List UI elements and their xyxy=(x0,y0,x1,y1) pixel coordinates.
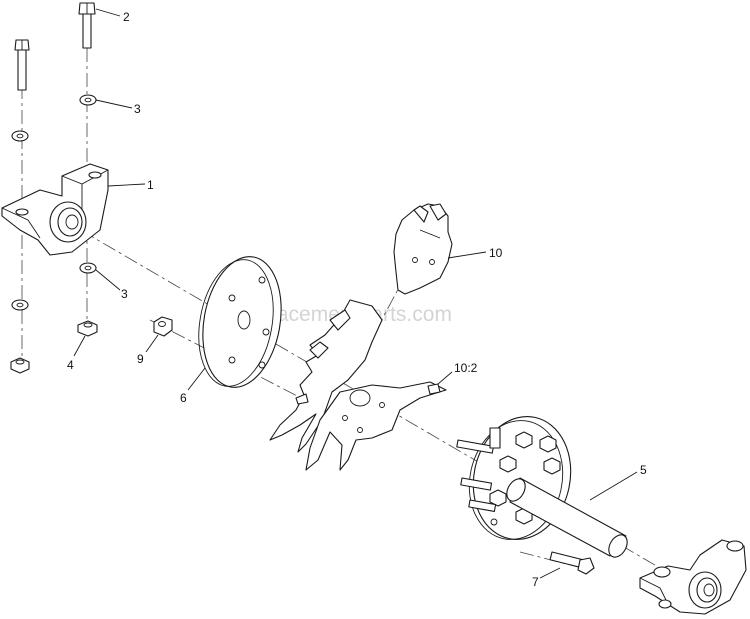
hub-studs xyxy=(456,427,501,512)
washer-left-bottom xyxy=(11,299,29,311)
leader-4 xyxy=(73,335,86,357)
washer-left-top xyxy=(11,130,29,142)
callout-6: 6 xyxy=(180,391,187,405)
bolt-2 xyxy=(78,2,96,49)
washer-3-top xyxy=(79,94,97,106)
callout-5: 5 xyxy=(640,463,647,477)
leader-7 xyxy=(539,567,561,579)
leader-6 xyxy=(187,367,206,391)
bearing-housing-right xyxy=(639,539,747,615)
bearing-housing-left xyxy=(1,163,109,256)
bolt-7 xyxy=(549,551,595,575)
washer-3-bottom xyxy=(79,262,97,274)
left-bolt xyxy=(14,39,30,91)
tine-10 xyxy=(393,203,453,295)
callout-1: 1 xyxy=(147,178,154,192)
leader-2 xyxy=(95,8,121,17)
callout-3-bottom: 3 xyxy=(121,287,128,301)
leader-1 xyxy=(107,183,146,187)
leader-10-2 xyxy=(437,371,453,385)
callout-7: 7 xyxy=(532,575,539,589)
leader-10 xyxy=(447,251,487,259)
callout-4: 4 xyxy=(67,358,74,372)
nut-left-bottom xyxy=(10,357,30,374)
callout-2: 2 xyxy=(123,10,130,24)
callout-10-2: 10:2 xyxy=(454,361,478,375)
leader-3a xyxy=(95,99,133,109)
leader-3b xyxy=(95,269,121,291)
callout-10: 10 xyxy=(489,246,503,260)
leader-5 xyxy=(589,471,638,501)
callout-3-top: 3 xyxy=(134,102,141,116)
callout-9: 9 xyxy=(137,352,144,366)
tine-blade-assembly xyxy=(269,299,447,471)
nut-4 xyxy=(77,320,98,337)
nut-9 xyxy=(153,316,173,337)
shaft-5 xyxy=(506,477,628,558)
leader-9 xyxy=(145,334,159,353)
disc-plate-6 xyxy=(198,256,282,388)
